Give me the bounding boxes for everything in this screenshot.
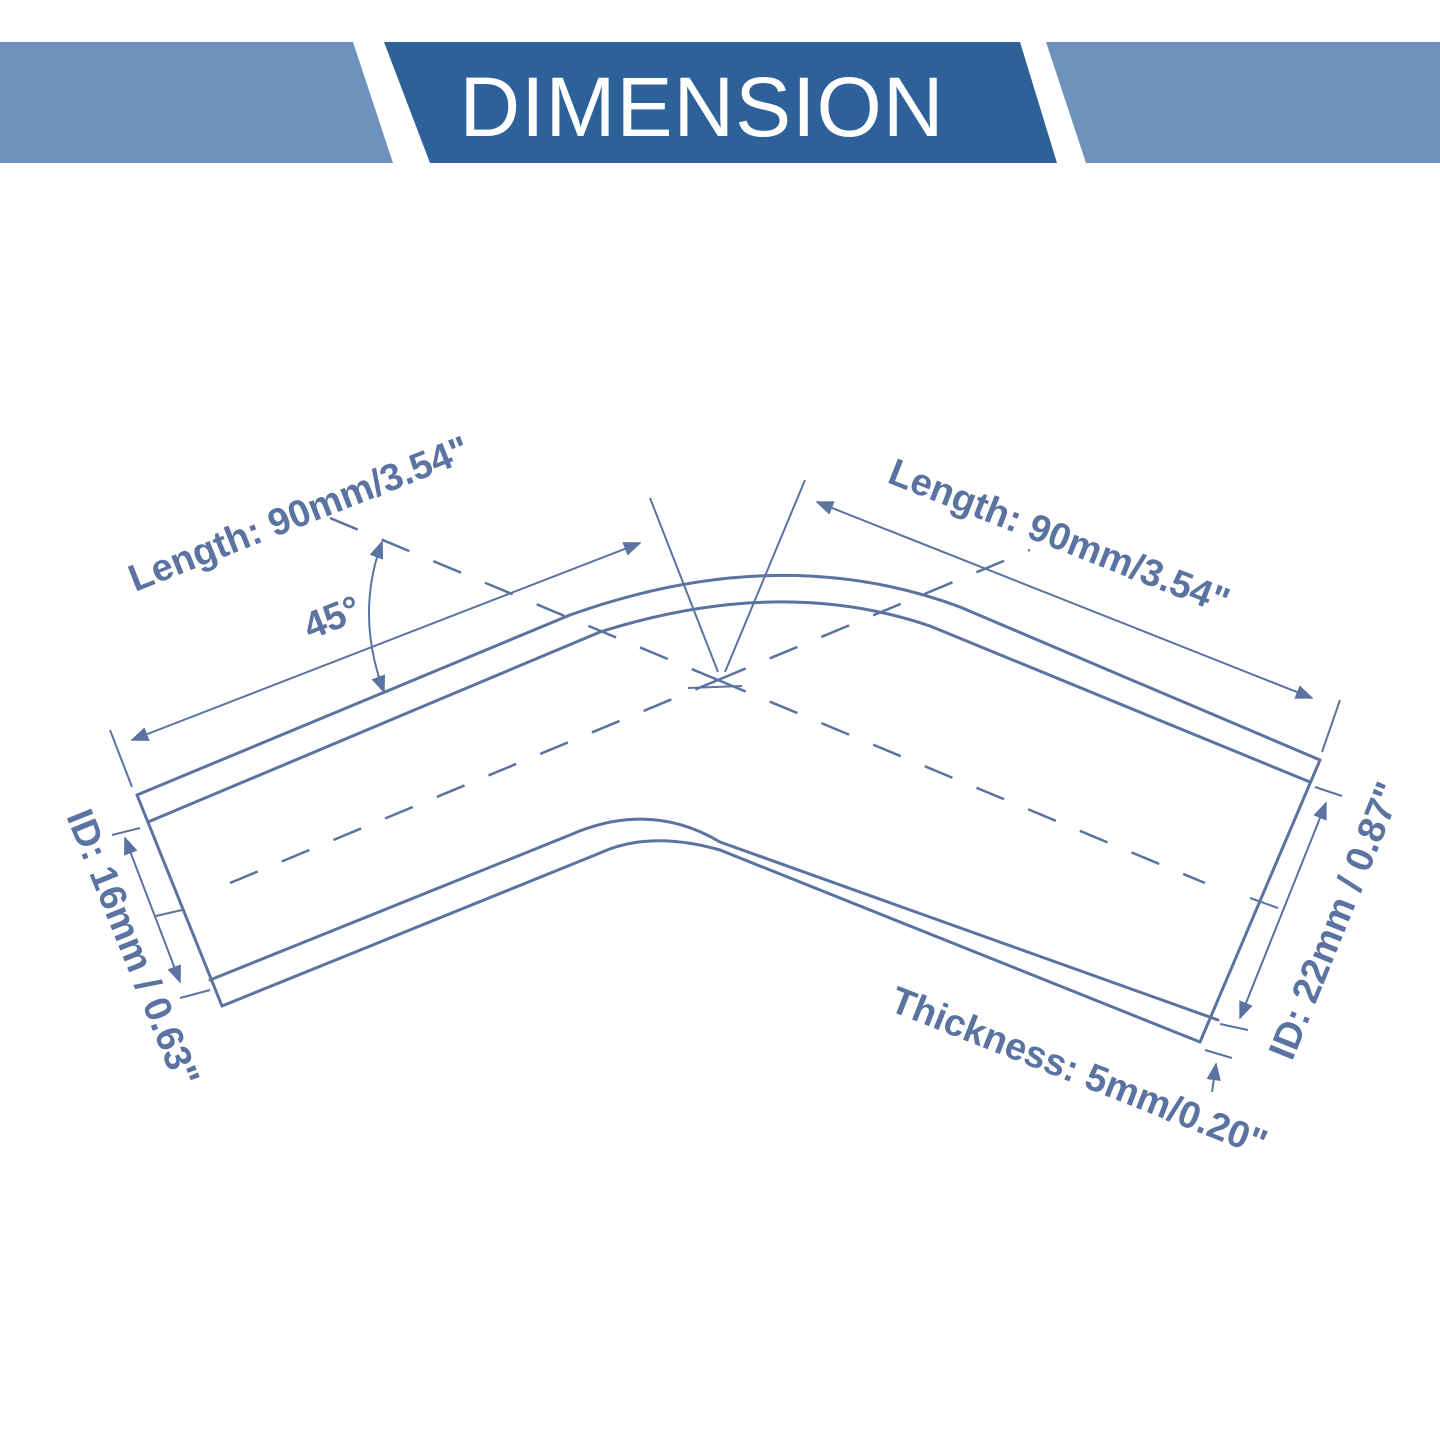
banner: DIMENSION xyxy=(0,42,1440,163)
centerline-left xyxy=(229,678,719,885)
bend-extension-left xyxy=(649,497,719,673)
left-end-extension xyxy=(109,729,133,788)
left-id-tick-bottom xyxy=(179,989,211,999)
id-right-arrow xyxy=(1239,801,1327,1020)
banner-title: DIMENSION xyxy=(459,60,944,154)
thickness-tick xyxy=(1204,1049,1233,1059)
centerlines xyxy=(229,516,1206,885)
left-id-tick-top xyxy=(111,827,141,836)
dimension-arrows xyxy=(124,501,1327,1093)
angle-reference-line xyxy=(329,516,719,682)
dimension-labels: Length: 90mm/3.54" Length: 90mm/3.54" 45… xyxy=(58,429,1411,1166)
banner-center-block xyxy=(384,42,1057,163)
bend-extension-right xyxy=(724,479,806,673)
length-left-label: Length: 90mm/3.54" xyxy=(123,429,475,601)
angle-arc-arrow xyxy=(368,540,386,694)
extension-lines xyxy=(109,479,1343,1059)
hose-inner-bottom-edge xyxy=(208,817,1220,1022)
angle-label: 45° xyxy=(298,588,367,648)
length-right-arrow xyxy=(815,501,1314,699)
bend-center-tick xyxy=(687,685,743,689)
banner-left-block xyxy=(0,42,393,163)
right-id-tick-top xyxy=(1314,786,1343,797)
banner-right-block xyxy=(1046,42,1440,163)
right-extension-line xyxy=(717,548,1031,682)
length-left-arrow xyxy=(130,542,642,741)
right-id-tick-bottom xyxy=(1219,1023,1249,1031)
right-mid-tick xyxy=(1249,897,1279,909)
right-end-extension xyxy=(1321,699,1341,753)
hose-outer-bottom-edge xyxy=(220,839,1202,1044)
thickness-arrow xyxy=(1206,1062,1221,1093)
id-left-arrow xyxy=(124,836,181,984)
left-mid-tick xyxy=(155,909,183,917)
id-left-label: ID: 16mm / 0.63" xyxy=(58,804,207,1093)
id-right-label: ID: 22mm / 0.87" xyxy=(1261,776,1410,1065)
